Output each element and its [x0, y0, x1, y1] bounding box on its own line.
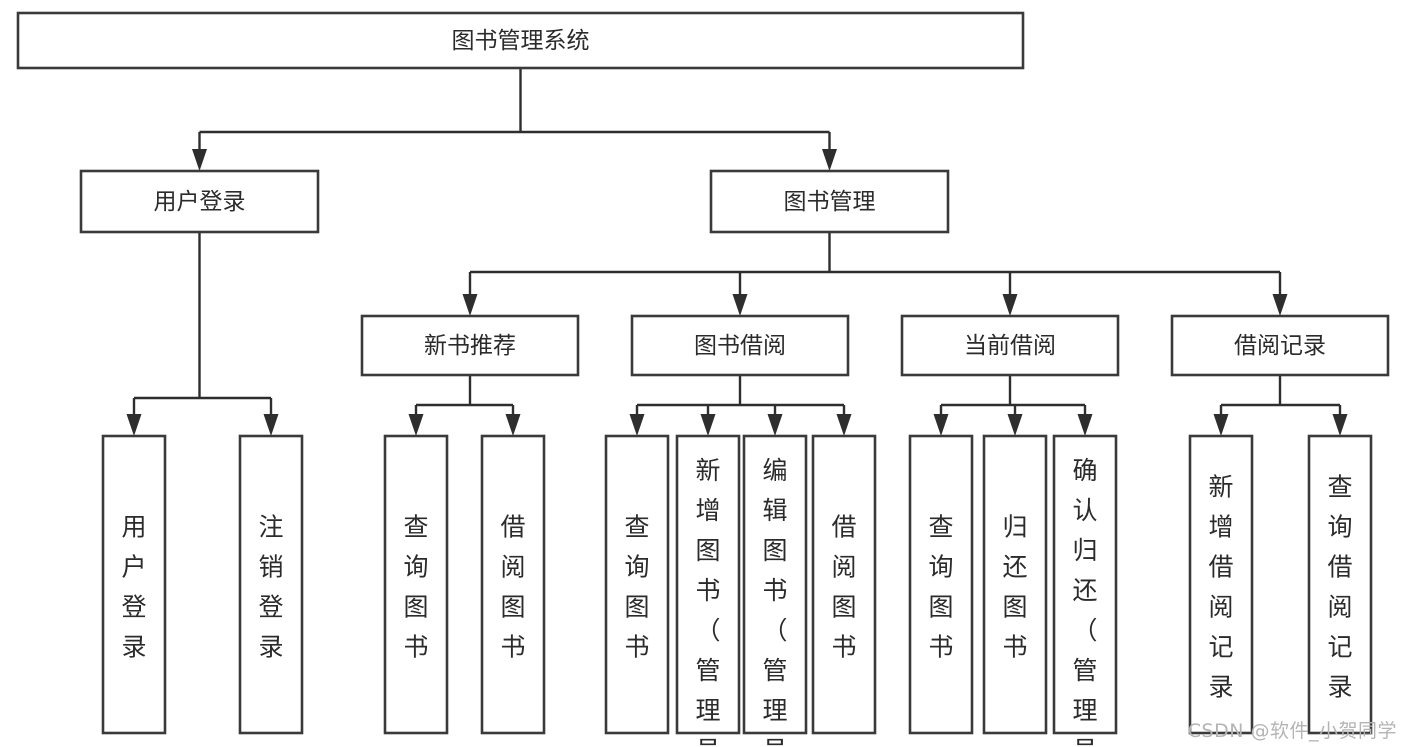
- node-layer: 图书管理系统用户登录图书管理新书推荐图书借阅当前借阅借阅记录用户登录注销登录查询…: [16, 11, 1390, 747]
- node-box-leaf-add-record: [1188, 434, 1254, 735]
- connector-layer: [126, 68, 1348, 436]
- arrow-head-leaf-borrow-book-1: [505, 414, 521, 436]
- arrow-head-leaf-confirm-return: [1077, 414, 1093, 436]
- arrow-head-leaf-logout: [263, 414, 279, 436]
- connector-group-root: [192, 68, 837, 171]
- node-box-leaf-query-book-2: [604, 434, 670, 735]
- node-box-root: [16, 11, 1025, 70]
- node-box-leaf-return-book: [982, 434, 1048, 735]
- arrow-head-leaf-borrow-book-2: [836, 414, 852, 436]
- arrow-head-book-borrow: [732, 294, 748, 316]
- connector-group-current-borrow: [933, 375, 1093, 436]
- node-box-leaf-query-book-3: [908, 434, 974, 735]
- node-leaf-query-book-1[interactable]: 查询图书: [383, 434, 449, 735]
- node-borrow-record[interactable]: 借阅记录: [1170, 314, 1390, 377]
- node-box-borrow-record: [1170, 314, 1390, 377]
- arrow-head-leaf-edit-book: [767, 414, 783, 436]
- node-label-leaf-add-book: 新增图书（管理员）: [695, 456, 720, 747]
- node-box-leaf-query-record: [1307, 434, 1373, 735]
- arrow-head-leaf-return-book: [1007, 414, 1023, 436]
- node-box-leaf-borrow-book-2: [811, 434, 877, 735]
- arrow-head-leaf-query-record: [1332, 414, 1348, 436]
- node-label-leaf-return-book: 归还图书: [1002, 513, 1027, 662]
- node-box-leaf-logout: [238, 434, 304, 735]
- connector-group-user-login: [126, 232, 279, 436]
- node-label-current-borrow: 当前借阅: [964, 333, 1056, 359]
- node-label-new-book-rec: 新书推荐: [424, 333, 516, 359]
- node-current-borrow[interactable]: 当前借阅: [900, 314, 1120, 377]
- node-leaf-borrow-book-2[interactable]: 借阅图书: [811, 434, 877, 735]
- arrow-head-leaf-query-book-1: [408, 414, 424, 436]
- node-box-leaf-confirm-return: [1052, 434, 1118, 735]
- arrow-head-leaf-query-book-2: [629, 414, 645, 436]
- node-box-leaf-add-book: [675, 434, 741, 735]
- node-leaf-borrow-book-1[interactable]: 借阅图书: [480, 434, 546, 735]
- connector-group-book-manage: [462, 232, 1288, 316]
- node-label-book-manage: 图书管理: [784, 189, 876, 215]
- node-label-leaf-logout: 注销登录: [258, 513, 283, 662]
- connector-group-borrow-record: [1213, 375, 1348, 436]
- node-new-book-rec[interactable]: 新书推荐: [360, 314, 580, 377]
- node-leaf-add-book[interactable]: 新增图书（管理员）: [675, 434, 741, 747]
- node-user-login[interactable]: 用户登录: [79, 169, 320, 234]
- node-leaf-add-record[interactable]: 新增借阅记录: [1188, 434, 1254, 735]
- node-book-manage[interactable]: 图书管理: [709, 169, 950, 234]
- node-label-user-login: 用户登录: [154, 189, 246, 215]
- connector-group-book-borrow: [629, 375, 852, 436]
- node-label-leaf-borrow-book-1: 借阅图书: [500, 513, 525, 662]
- node-leaf-return-book[interactable]: 归还图书: [982, 434, 1048, 735]
- arrow-head-leaf-add-book: [700, 414, 716, 436]
- node-leaf-user-login[interactable]: 用户登录: [101, 434, 167, 735]
- node-box-book-manage: [709, 169, 950, 234]
- node-label-leaf-query-book-1: 查询图书: [403, 513, 428, 662]
- connector-group-new-book-rec: [408, 375, 521, 436]
- node-root[interactable]: 图书管理系统: [16, 11, 1025, 70]
- node-label-leaf-confirm-return: 确认归还（管理员）: [1072, 456, 1097, 747]
- node-box-leaf-borrow-book-1: [480, 434, 546, 735]
- arrow-head-user-login: [192, 149, 207, 171]
- node-leaf-confirm-return[interactable]: 确认归还（管理员）: [1052, 434, 1118, 747]
- node-box-leaf-query-book-1: [383, 434, 449, 735]
- node-label-root: 图书管理系统: [452, 28, 590, 54]
- node-leaf-edit-book[interactable]: 编辑图书（管理员）: [742, 434, 808, 747]
- node-box-new-book-rec: [360, 314, 580, 377]
- node-label-leaf-borrow-book-2: 借阅图书: [831, 513, 856, 662]
- node-leaf-query-record[interactable]: 查询借阅记录: [1307, 434, 1373, 735]
- node-label-leaf-query-book-2: 查询图书: [624, 513, 649, 662]
- csdn-watermark: CSDN @软件_小贺同学: [1187, 720, 1397, 742]
- node-label-leaf-edit-book: 编辑图书（管理员）: [762, 456, 787, 747]
- node-label-leaf-user-login: 用户登录: [121, 513, 146, 662]
- node-label-book-borrow: 图书借阅: [694, 333, 786, 359]
- node-label-leaf-query-book-3: 查询图书: [928, 513, 953, 662]
- node-label-leaf-query-record: 查询借阅记录: [1327, 473, 1352, 702]
- node-box-leaf-user-login: [101, 434, 167, 735]
- arrow-head-current-borrow: [1002, 294, 1018, 316]
- node-leaf-query-book-2[interactable]: 查询图书: [604, 434, 670, 735]
- arrow-head-leaf-user-login: [126, 414, 142, 436]
- node-box-leaf-edit-book: [742, 434, 808, 735]
- node-label-leaf-add-record: 新增借阅记录: [1208, 473, 1233, 702]
- node-leaf-logout[interactable]: 注销登录: [238, 434, 304, 735]
- node-book-borrow[interactable]: 图书借阅: [630, 314, 850, 377]
- arrow-head-leaf-query-book-3: [933, 414, 949, 436]
- arrow-head-book-manage: [822, 149, 837, 171]
- node-label-borrow-record: 借阅记录: [1234, 333, 1326, 359]
- node-box-user-login: [79, 169, 320, 234]
- node-leaf-query-book-3[interactable]: 查询图书: [908, 434, 974, 735]
- arrow-head-new-book-rec: [462, 294, 478, 316]
- node-box-book-borrow: [630, 314, 850, 377]
- node-box-current-borrow: [900, 314, 1120, 377]
- arrow-head-borrow-record: [1272, 294, 1288, 316]
- arrow-head-leaf-add-record: [1213, 414, 1229, 436]
